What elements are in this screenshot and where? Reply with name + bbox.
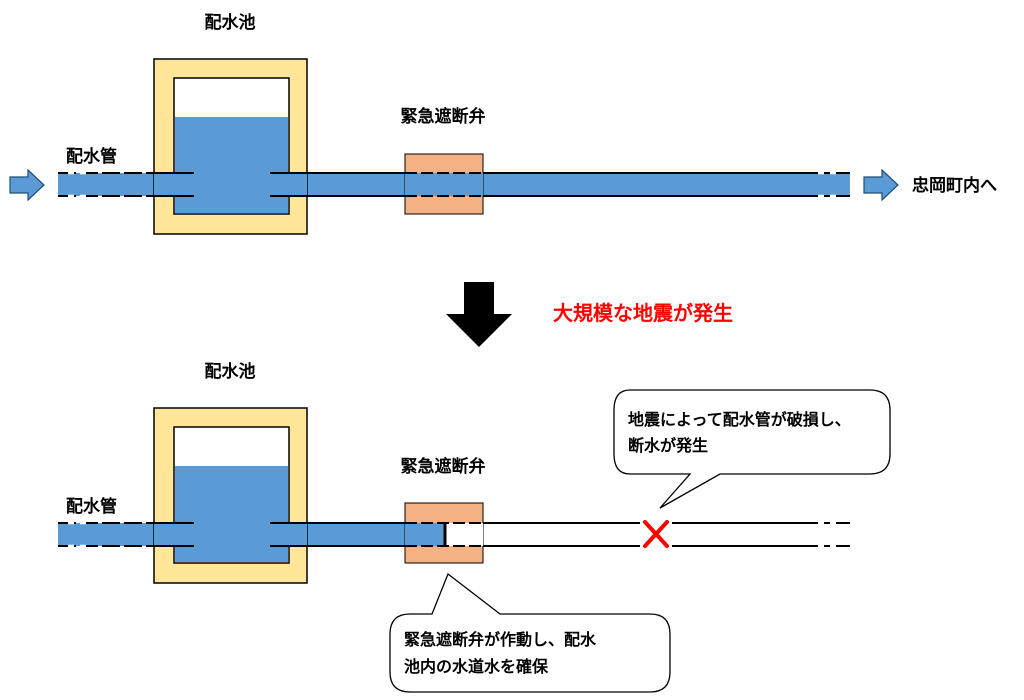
callout-valve-line1: 緊急遮断弁が作動し、配水 [404, 630, 597, 649]
top-inflow-arrow-icon [9, 168, 45, 202]
destination-label: 忠岡町内へ [912, 175, 997, 196]
down-arrow-icon [446, 282, 512, 347]
callout-break-line2: 断水が発生 [628, 436, 708, 455]
top-valve-pipe [405, 173, 483, 196]
transition: 大規模な地震が発生 [446, 282, 733, 347]
bottom-pipe-in-wall-right [270, 523, 307, 546]
bottom-pipe-in-wall-left [154, 523, 194, 546]
top-reservoir-label: 配水池 [205, 12, 256, 33]
top-pipe-in-wall-left [154, 173, 194, 196]
top-outflow-arrow-icon [863, 168, 899, 202]
bottom-valve-water [405, 523, 445, 546]
top-pipe-dashes [68, 171, 836, 198]
bottom-pipe-to-valve [270, 523, 445, 546]
top-valve-label: 緊急遮断弁 [401, 106, 486, 127]
bottom-pipe-dashes [68, 521, 836, 548]
bottom-valve-pipe-lines [405, 522, 483, 547]
top-pipe-label: 配水管 [66, 146, 117, 167]
bottom-wall-pipe-lines [154, 522, 307, 547]
bottom-reservoir-label: 配水池 [205, 361, 256, 382]
callout-break-line1: 地震によって配水管が破損し、 [628, 410, 851, 429]
callout-valve-line2: 池内の水道水を確保 [404, 657, 549, 676]
top-reservoir-water [175, 117, 288, 213]
bottom-reservoir-water [175, 466, 288, 562]
top-pipe-main [270, 173, 850, 196]
top-diagram: 配水池 緊急遮断弁 [9, 12, 997, 235]
callout-valve: 緊急遮断弁が作動し、配水 池内の水道水を確保 [389, 572, 671, 693]
bottom-diagram: 配水池 緊急遮断弁 [58, 361, 891, 693]
event-label: 大規模な地震が発生 [553, 301, 733, 325]
break-x-mark-icon [643, 520, 669, 548]
top-valve-pipe-lines [405, 172, 483, 197]
callout-break: 地震によって配水管が破損し、 断水が発生 [613, 389, 891, 509]
bottom-valve-label: 緊急遮断弁 [401, 456, 486, 477]
top-wall-pipe-lines [154, 172, 307, 197]
bottom-pipe-label: 配水管 [66, 496, 117, 517]
bottom-valve-empty [445, 523, 483, 546]
top-pipe-in-wall-right [270, 173, 307, 196]
